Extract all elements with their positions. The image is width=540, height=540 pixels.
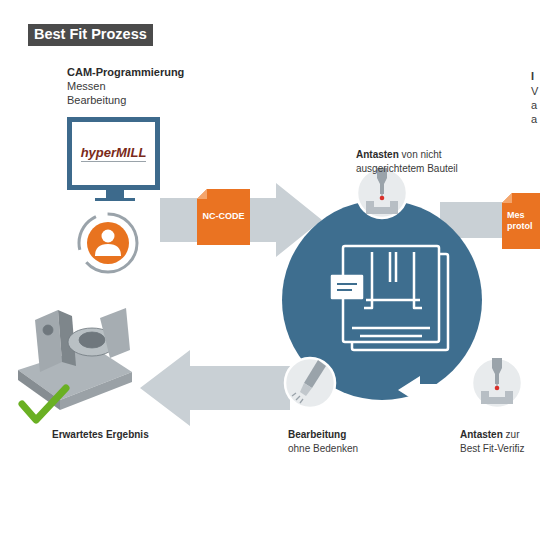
title-band: Best Fit Prozess <box>28 24 153 46</box>
monitor-screen: hyperMILL <box>67 117 160 190</box>
verify-step: Antastenzur Best Fit-Verifiz <box>460 428 536 455</box>
step-heading: Erwartetes Ergebnis <box>52 428 162 442</box>
probe-circle <box>357 168 407 218</box>
control-panel-lines <box>337 284 357 290</box>
probe-tip <box>492 358 502 384</box>
cutter-body <box>304 360 326 388</box>
monitor-box: CAM-ProgrammierungMessen Bearbeitunghype… <box>67 66 197 107</box>
edge-fragment-label: a <box>531 113 537 126</box>
step-heading: Bearbeitung <box>288 428 398 442</box>
step-heading: Antasten <box>356 149 399 160</box>
edge-fragment-label: a <box>531 99 537 112</box>
protocol-document: Mes protol <box>502 193 540 249</box>
probe-circle <box>285 358 335 408</box>
document-fold <box>197 189 207 199</box>
document-text: NC-CODE <box>199 211 248 222</box>
process-arrow <box>140 350 290 426</box>
chips <box>292 393 303 403</box>
process-arrow <box>160 183 322 257</box>
user-icon <box>79 214 137 272</box>
step-body: ohne Bedenken <box>288 443 358 454</box>
part-bore <box>79 332 105 348</box>
step-heading: Antasten <box>460 429 503 440</box>
machine-symbol <box>332 246 448 350</box>
cutter-tip <box>300 383 312 396</box>
part-base-front <box>60 372 132 410</box>
cycle-arrow <box>398 376 456 404</box>
part-rib <box>100 308 130 358</box>
machine-spindle <box>364 252 422 308</box>
machine-table <box>352 328 430 336</box>
node-heading: CAM-Programmierung <box>67 66 197 80</box>
probe-top <box>357 168 407 218</box>
edge-fragment-label: I <box>531 70 534 83</box>
part-hole <box>43 325 53 335</box>
user-disc <box>87 222 129 264</box>
check-mark <box>22 388 66 420</box>
workpiece <box>481 391 513 404</box>
document-text: Mes protol <box>507 210 537 233</box>
cutter-icon <box>285 358 335 408</box>
workpiece <box>366 201 398 214</box>
document-body <box>502 193 540 249</box>
nc-code-document: NC-CODE <box>197 189 250 245</box>
user-ring <box>79 214 137 272</box>
probe-step: Antastenvon nicht ausgerichtetem Bauteil <box>356 148 474 175</box>
part-tower <box>35 310 62 372</box>
document-fold <box>502 193 512 203</box>
result-step: Erwartetes Ergebnis <box>52 428 162 442</box>
document-body <box>197 189 250 245</box>
probe-contact <box>495 386 500 391</box>
probe-verify <box>472 358 522 408</box>
software-logo: hyperMILL <box>81 145 147 162</box>
user-head <box>102 230 115 243</box>
monitor-base <box>95 198 135 201</box>
user-body <box>95 244 121 256</box>
control-panel <box>332 276 362 298</box>
result-part <box>18 308 132 410</box>
probe-contact <box>380 196 385 201</box>
edge-fragment-label: V <box>531 85 538 98</box>
machine-circle <box>282 200 482 400</box>
document-content: Mes protol <box>502 193 540 249</box>
probe-circle <box>472 358 522 408</box>
machining-step: Bearbeitungohne Bedenken <box>288 428 398 455</box>
node-body: Messen Bearbeitung <box>67 80 133 108</box>
document-content: NC-CODE <box>197 189 250 245</box>
monitor-stand <box>106 190 124 199</box>
